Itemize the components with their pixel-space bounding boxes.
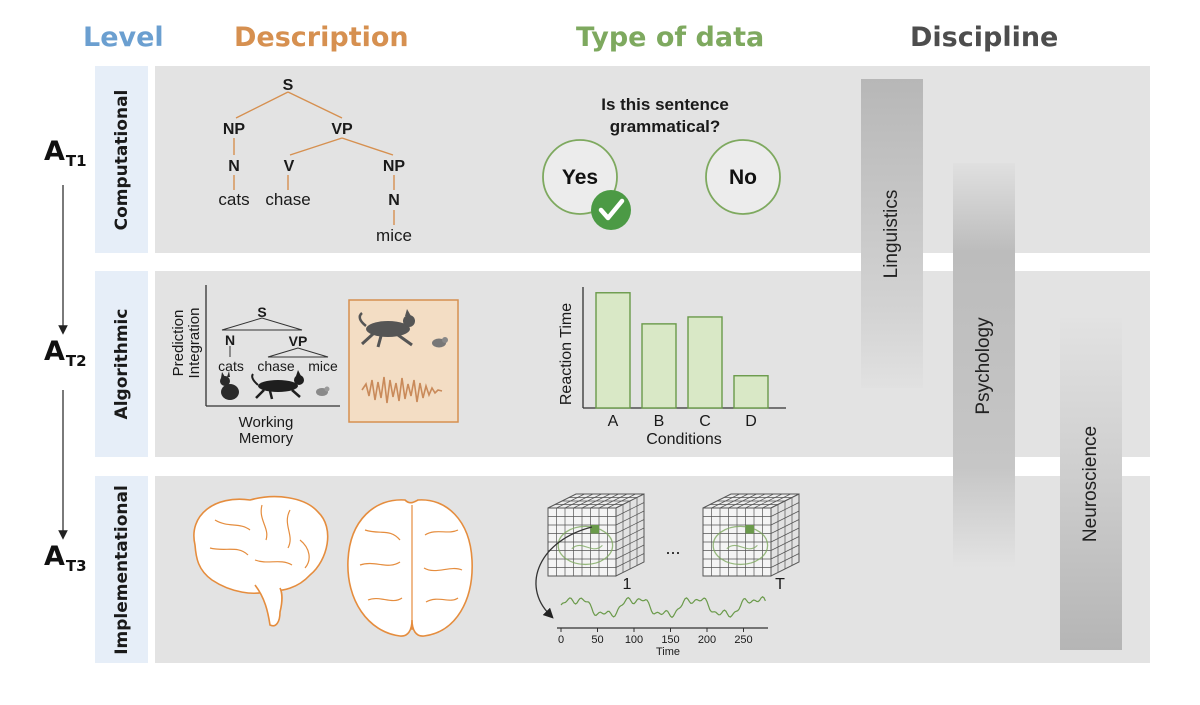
bar-C <box>687 316 723 409</box>
time-tick-100: 100 <box>625 634 643 646</box>
question-line-2: grammatical? <box>610 117 721 136</box>
bold-time-series: Time 0 50 100 150 200 250 <box>557 596 768 658</box>
time-tick-200: 200 <box>698 634 716 646</box>
bar-B <box>641 323 677 409</box>
mini-tree-n: N <box>225 332 235 348</box>
cat-icon <box>220 371 239 400</box>
header-level: Level <box>83 22 164 53</box>
voxel-volume-1 <box>547 493 645 577</box>
volume-ellipsis: ... <box>665 538 680 558</box>
discipline-psychology-bar: Psychology <box>953 163 1015 568</box>
no-circle <box>705 139 781 215</box>
tick-label-C: C <box>699 413 711 430</box>
y-label-integration: Integration <box>186 308 203 379</box>
time-tick-250: 250 <box>734 634 752 646</box>
mini-tree-cats: cats <box>218 358 244 374</box>
tree-node-n: N <box>228 158 240 175</box>
yes-label: Yes <box>562 166 598 189</box>
time-axis-label: Time <box>656 646 680 658</box>
tree-node-n2: N <box>388 192 400 209</box>
bar-A <box>595 292 631 409</box>
volume-label-t: T <box>775 576 785 593</box>
processing-plot <box>205 285 340 407</box>
voxel-arrow <box>535 526 593 619</box>
bold-signal-line <box>560 596 766 619</box>
tree-word-mice: mice <box>376 226 412 245</box>
tree-node-v: V <box>284 158 295 175</box>
stimulus-panel <box>348 299 459 423</box>
tick-label-D: D <box>745 413 757 430</box>
level-algorithmic: Algorithmic <box>95 271 148 457</box>
tree-word-chase: chase <box>265 190 310 209</box>
tree-node-np2: NP <box>383 158 406 175</box>
brain-top-icon <box>347 499 473 637</box>
time-tick-0: 0 <box>558 634 564 646</box>
chasing-cat-icon <box>251 370 304 400</box>
header-type-of-data: Type of data <box>576 22 765 53</box>
brain-lateral-icon <box>193 495 329 627</box>
discipline-neuroscience-bar: Neuroscience <box>1060 318 1122 650</box>
tick-label-B: B <box>654 413 665 430</box>
header-discipline: Discipline <box>910 22 1059 53</box>
tree-node-vp: VP <box>331 121 353 138</box>
time-tick-50: 50 <box>591 634 603 646</box>
check-icon <box>591 190 631 230</box>
question-line-1: Is this sentence <box>601 95 729 114</box>
voxel-volume-t <box>702 493 800 577</box>
audio-waveform <box>361 376 443 404</box>
header-description: Description <box>234 22 409 53</box>
running-cat-icon <box>358 309 415 348</box>
mini-parse-tree <box>221 317 329 358</box>
y-label-prediction: Prediction <box>170 310 187 377</box>
tree-node-s: S <box>283 77 294 94</box>
tree-word-cats: cats <box>218 190 249 209</box>
small-mouse-icon <box>432 337 448 348</box>
volume-label-1: 1 <box>623 576 632 593</box>
level-implementational: Implementational <box>95 476 148 663</box>
bar-D <box>733 375 769 409</box>
chart-x-label: Conditions <box>646 431 722 448</box>
x-label-working: Working <box>239 414 294 431</box>
mini-tree-mice: mice <box>308 358 338 374</box>
mini-tree-vp: VP <box>289 333 308 349</box>
time-label-t2: AT2 <box>44 336 87 370</box>
parse-tree <box>233 91 395 225</box>
time-label-t3: AT3 <box>44 541 87 575</box>
reaction-time-chart: Reaction Time Conditions A B C D <box>558 287 786 448</box>
tree-node-np: NP <box>223 121 246 138</box>
level-computational: Computational <box>95 66 148 253</box>
chart-y-label: Reaction Time <box>558 303 575 405</box>
mini-tree-s: S <box>257 304 266 320</box>
x-label-memory: Memory <box>239 430 294 447</box>
discipline-linguistics-bar: Linguistics <box>861 79 923 388</box>
mouse-icon <box>316 386 330 396</box>
mini-tree-chase: chase <box>257 358 295 374</box>
no-label: No <box>729 166 757 189</box>
tick-label-A: A <box>608 413 619 430</box>
time-tick-150: 150 <box>661 634 679 646</box>
time-label-t1: AT1 <box>44 136 87 170</box>
